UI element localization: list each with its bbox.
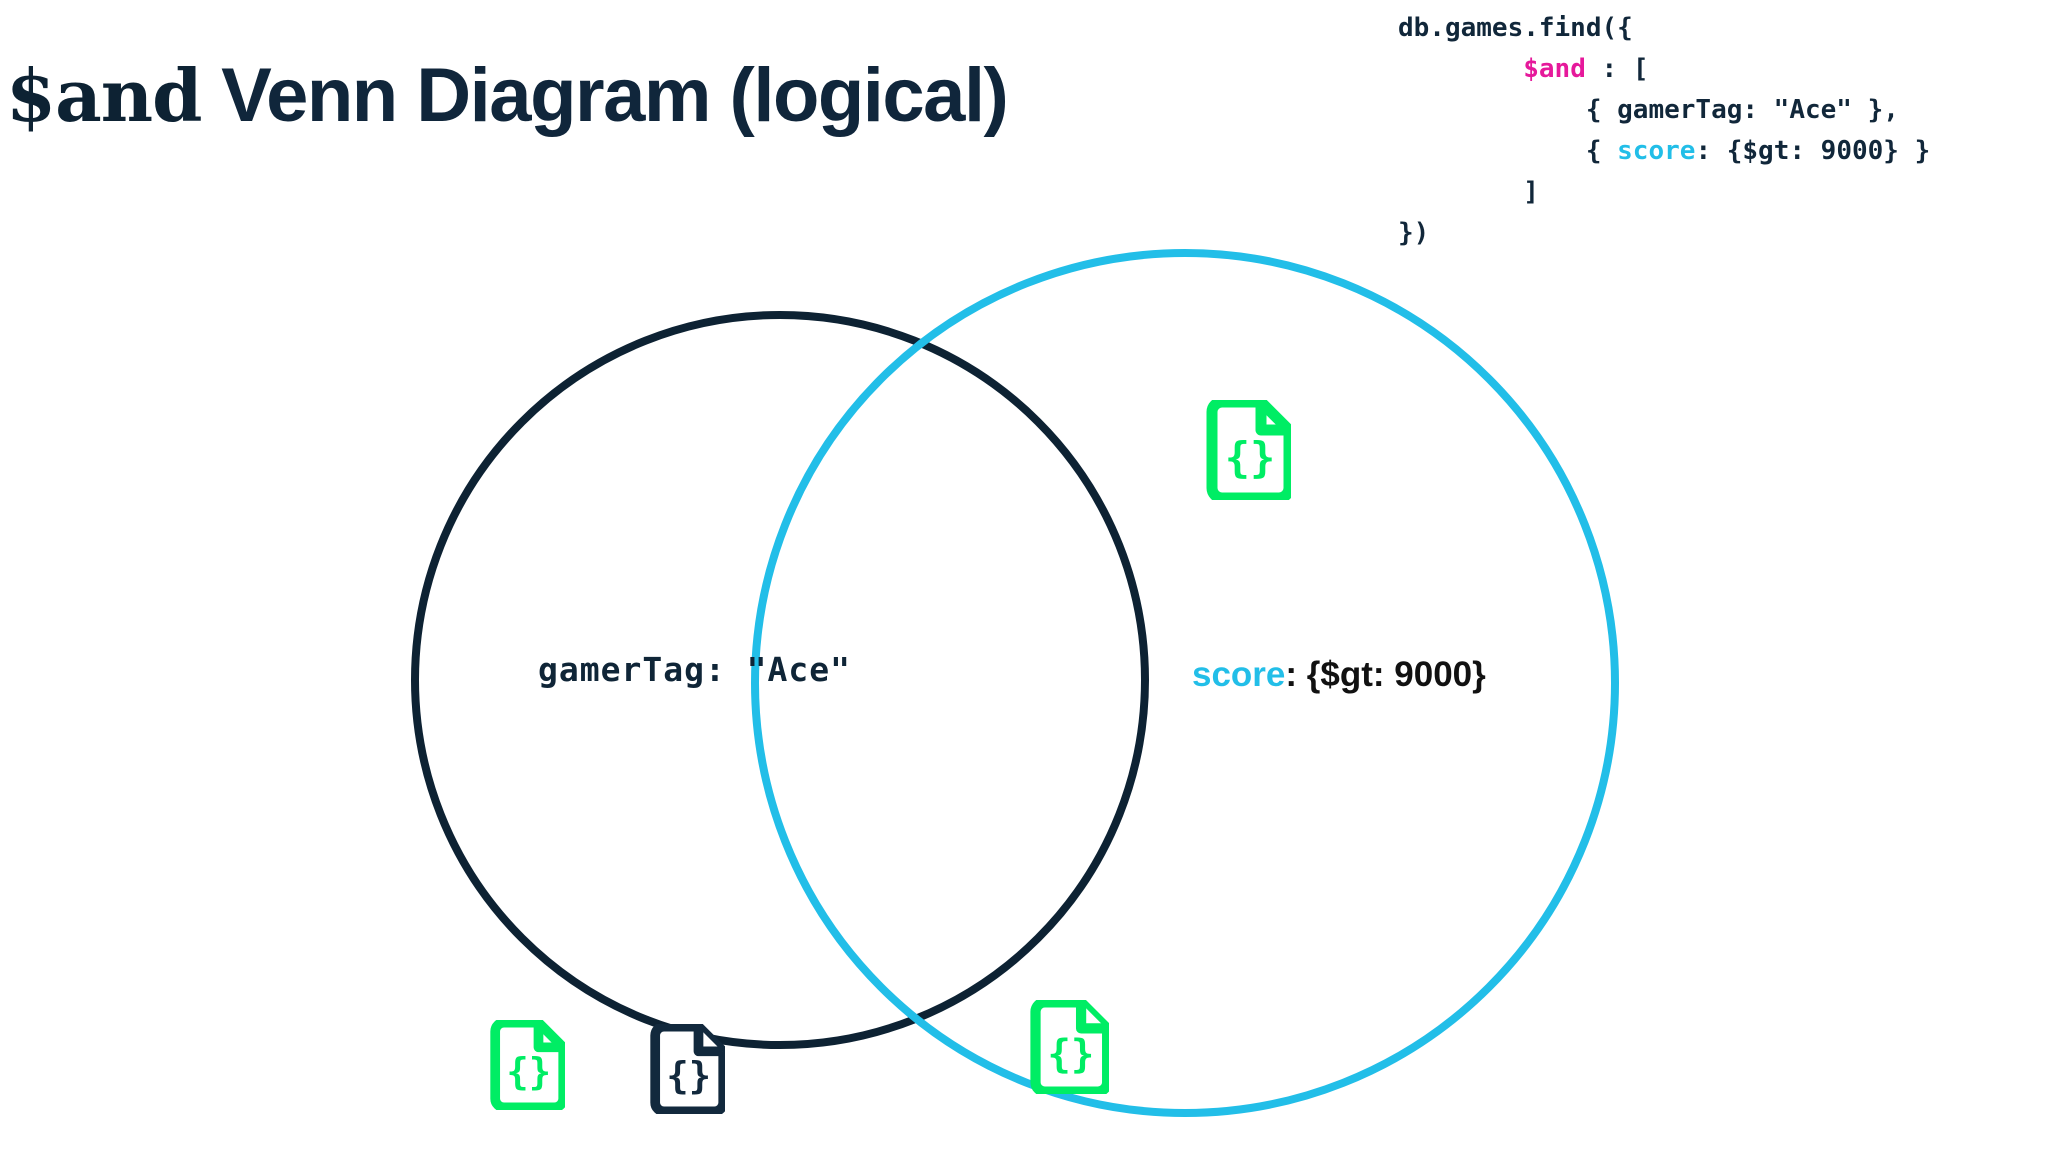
document-icon-intersection: {}: [1029, 997, 1113, 1099]
page-title: $and Venn Diagram (logical): [6, 58, 1009, 134]
code-line-2-rest: : [: [1585, 54, 1649, 84]
json-document-icon: {}: [490, 1017, 569, 1113]
document-icon-left-boundary: {}: [649, 1021, 729, 1119]
venn-label-right-key: score: [1192, 655, 1286, 694]
code-line-3: { gamerTag: "Ace" },: [1585, 95, 1899, 125]
code-operator-and: $and: [1523, 54, 1586, 84]
code-line-6: }): [1398, 218, 1430, 248]
brace-glyph: {}: [1047, 1032, 1094, 1077]
code-field-score: score: [1617, 136, 1696, 166]
brace-glyph: {}: [666, 1054, 711, 1097]
page-title-operator: $and: [6, 53, 202, 138]
json-document-icon: {}: [650, 1021, 729, 1117]
code-line-4-rest: : {$gt: 9000} }: [1695, 136, 1931, 166]
brace-glyph: {}: [1225, 433, 1276, 482]
venn-label-right: score: {$gt: 9000}: [1192, 655, 1486, 695]
document-icon-left-outside: {}: [489, 1017, 569, 1115]
venn-label-right-rest: : {$gt: 9000}: [1285, 655, 1486, 694]
code-line-1: db.games.find({: [1398, 13, 1633, 43]
venn-circle-right: [751, 249, 1619, 1117]
code-line-5: ]: [1398, 177, 1539, 207]
brace-glyph: {}: [506, 1050, 551, 1093]
code-line-4-open: {: [1585, 136, 1618, 166]
document-icon-right-top: {}: [1205, 396, 1295, 505]
json-document-icon: {}: [1030, 997, 1113, 1097]
venn-label-left: gamerTag: "Ace": [538, 650, 852, 689]
page-title-text: Venn Diagram (logical): [201, 53, 1009, 138]
venn-circle-left: [411, 311, 1149, 1049]
json-document-icon: {}: [1206, 396, 1295, 504]
code-snippet: db.games.find({ $and : [ { gamerTag: "Ac…: [1398, 8, 2038, 254]
